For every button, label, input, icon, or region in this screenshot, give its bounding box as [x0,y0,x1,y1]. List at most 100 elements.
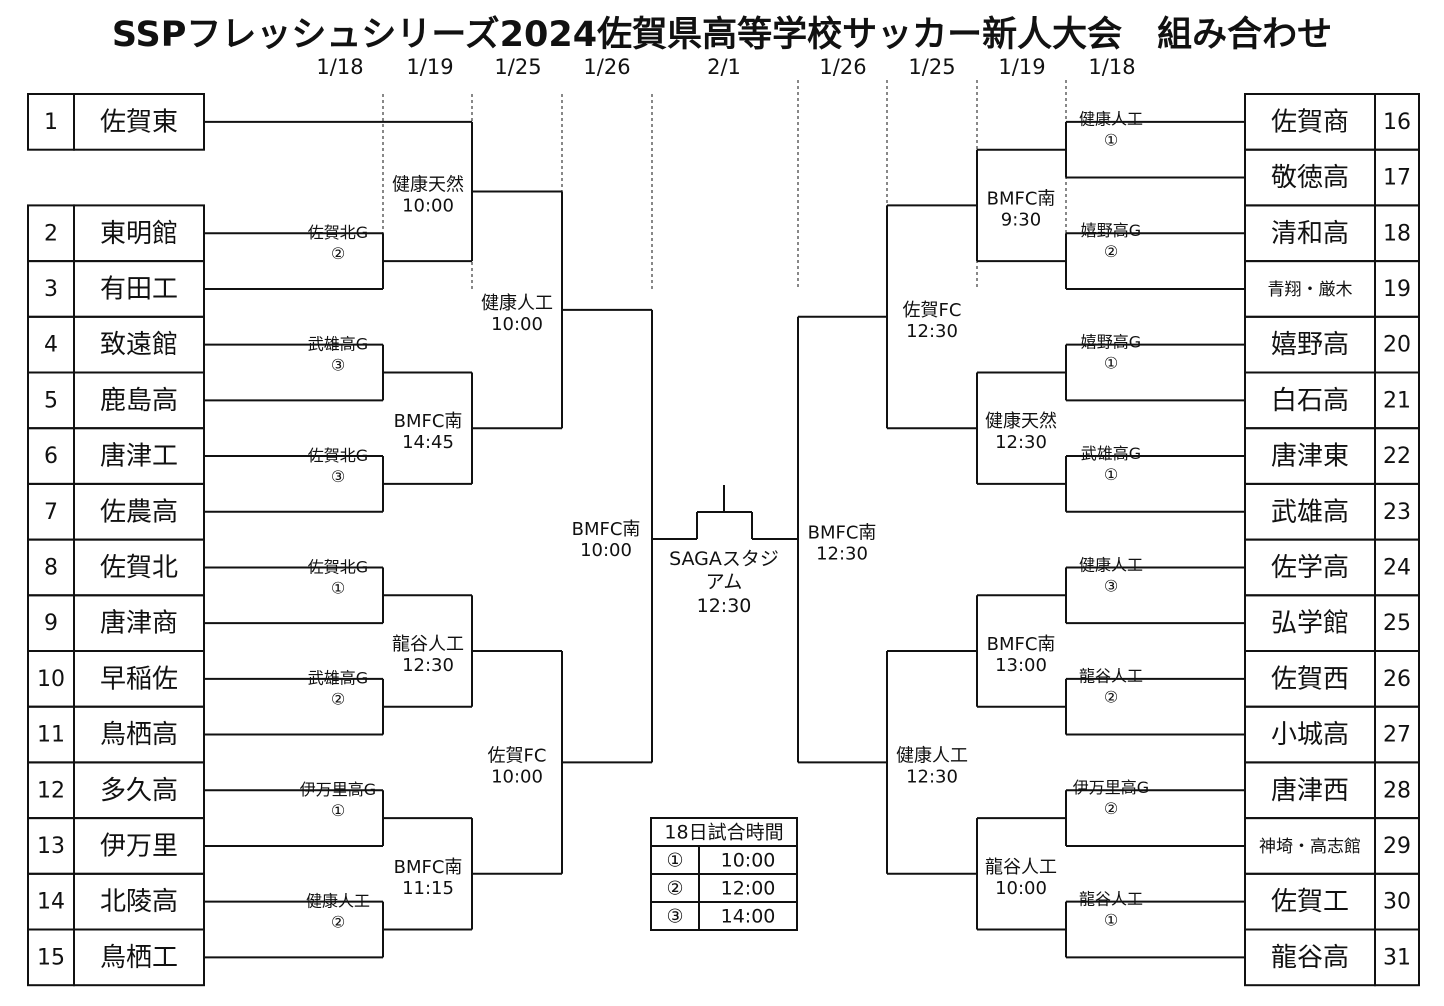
venue-label-r3: 12:30 [906,321,958,342]
date-label-right: 1/18 [1088,55,1135,79]
team-number: 4 [44,333,58,358]
venue-label-r1: 佐賀北G [308,446,368,465]
team-number: 27 [1383,723,1411,748]
venue-label-r4: BMFC南 [808,523,877,544]
timetable-time: 14:00 [721,906,776,928]
venue-label-r2: 龍谷人工 [985,857,1057,878]
team-number: 2 [44,221,58,246]
venue-label-r3: 佐賀FC [488,745,547,766]
venue-label-r1: ② [1104,242,1118,261]
venue-label-r1: 健康人工 [1079,555,1143,574]
team-name: 佐賀商 [1271,107,1349,137]
team-number: 10 [37,667,65,692]
timetable-time: 12:00 [721,878,776,900]
team-number: 1 [44,110,58,135]
team-name: 唐津商 [100,609,178,639]
timetable-mark: ① [666,850,683,872]
team-name: 小城高 [1271,720,1349,750]
team-name: 佐賀北 [100,553,178,583]
venue-label-r3: 12:30 [906,766,958,787]
team-name: 弘学館 [1271,609,1349,639]
team-name: 唐津東 [1271,442,1349,472]
timetable-mark: ③ [666,906,683,928]
team-number: 31 [1383,945,1411,970]
venue-label-r1: ① [1104,131,1118,150]
venue-label-r3: 10:00 [491,314,543,335]
team-name: 致遠館 [100,330,178,360]
final-venue-label: アム [706,571,743,593]
team-number: 13 [37,834,65,859]
timetable-mark: ② [666,878,683,900]
team-name: 伊万里 [100,831,178,861]
team-number: 21 [1383,388,1411,413]
team-number: 18 [1383,221,1411,246]
team-number: 28 [1383,778,1411,803]
final-venue-label: SAGAスタジ [669,548,779,570]
team-name: 武雄高 [1271,497,1349,527]
team-name: 北陵高 [100,887,178,917]
venue-label-r2: 12:30 [995,432,1047,453]
date-label-left: 1/19 [406,55,453,79]
team-name: 神埼・高志館 [1259,837,1361,857]
venue-label-r3: 佐賀FC [903,300,962,321]
venue-label-r4: 10:00 [580,540,632,561]
final-venue-label: 12:30 [697,595,752,617]
team-number: 9 [44,611,58,636]
venue-label-r2: 健康天然 [985,411,1057,432]
venue-label-r1: ③ [1104,576,1118,595]
team-name: 青翔・厳木 [1268,280,1353,300]
venue-label-r4: 12:30 [816,544,868,565]
team-name: 早稲佐 [100,664,178,694]
venue-label-r2: 龍谷人工 [392,634,464,655]
venue-label-r1: 武雄高G [308,335,368,354]
team-name: 佐賀東 [100,107,178,137]
team-name: 唐津工 [100,442,178,472]
page-title: SSPフレッシュシリーズ2024佐賀県高等学校サッカー新人大会 組み合わせ [111,15,1333,55]
team-name: 有田工 [100,274,178,304]
date-label-right: 1/19 [998,55,1045,79]
team-name: 鹿島高 [100,386,178,416]
team-number: 23 [1383,500,1411,525]
venue-label-r1: ① [1104,911,1118,930]
team-number: 5 [44,388,58,413]
team-name: 佐農高 [100,497,178,527]
team-number: 29 [1383,834,1411,859]
team-name: 佐賀西 [1271,664,1349,694]
venue-label-r1: ② [1104,688,1118,707]
venue-label-r1: ② [331,244,345,263]
date-label-left: 1/25 [494,55,541,79]
venue-label-r1: ② [331,690,345,709]
venue-label-r2: BMFC南 [987,634,1056,655]
venue-label-r1: 武雄高G [308,669,368,688]
team-name: 佐賀工 [1271,887,1349,917]
timetable-header: 18日試合時間 [664,822,783,844]
team-number: 8 [44,555,58,580]
venue-label-r1: 伊万里高G [300,780,376,799]
team-number: 14 [37,890,65,915]
team-name: 龍谷高 [1271,943,1349,973]
venue-label-r1: 佐賀北G [308,223,368,242]
venue-label-r1: 龍谷人工 [1079,667,1143,686]
team-number: 22 [1383,444,1411,469]
venue-label-r1: ① [331,578,345,597]
team-number: 6 [44,444,58,469]
team-number-box [1374,928,1420,987]
venue-label-r1: 嬉野高G [1081,333,1141,352]
team-number: 24 [1383,555,1411,580]
venue-label-r2: BMFC南 [987,188,1056,209]
venue-label-r4: BMFC南 [572,519,641,540]
team-number: 15 [37,945,65,970]
venue-label-r2: 11:15 [402,878,454,899]
venue-label-r1: ① [1104,354,1118,373]
venue-label-r2: BMFC南 [394,857,463,878]
venue-label-r2: 9:30 [1001,209,1041,230]
team-name: 鳥栖高 [100,720,178,750]
team-name: 嬉野高 [1271,330,1349,360]
team-number: 11 [37,723,65,748]
team-number: 30 [1383,890,1411,915]
venue-label-r1: ③ [331,356,345,375]
team-number: 12 [37,778,65,803]
venue-label-r3: 健康人工 [481,293,553,314]
venue-label-r2: 14:45 [402,432,454,453]
date-label-left: 1/26 [583,55,630,79]
